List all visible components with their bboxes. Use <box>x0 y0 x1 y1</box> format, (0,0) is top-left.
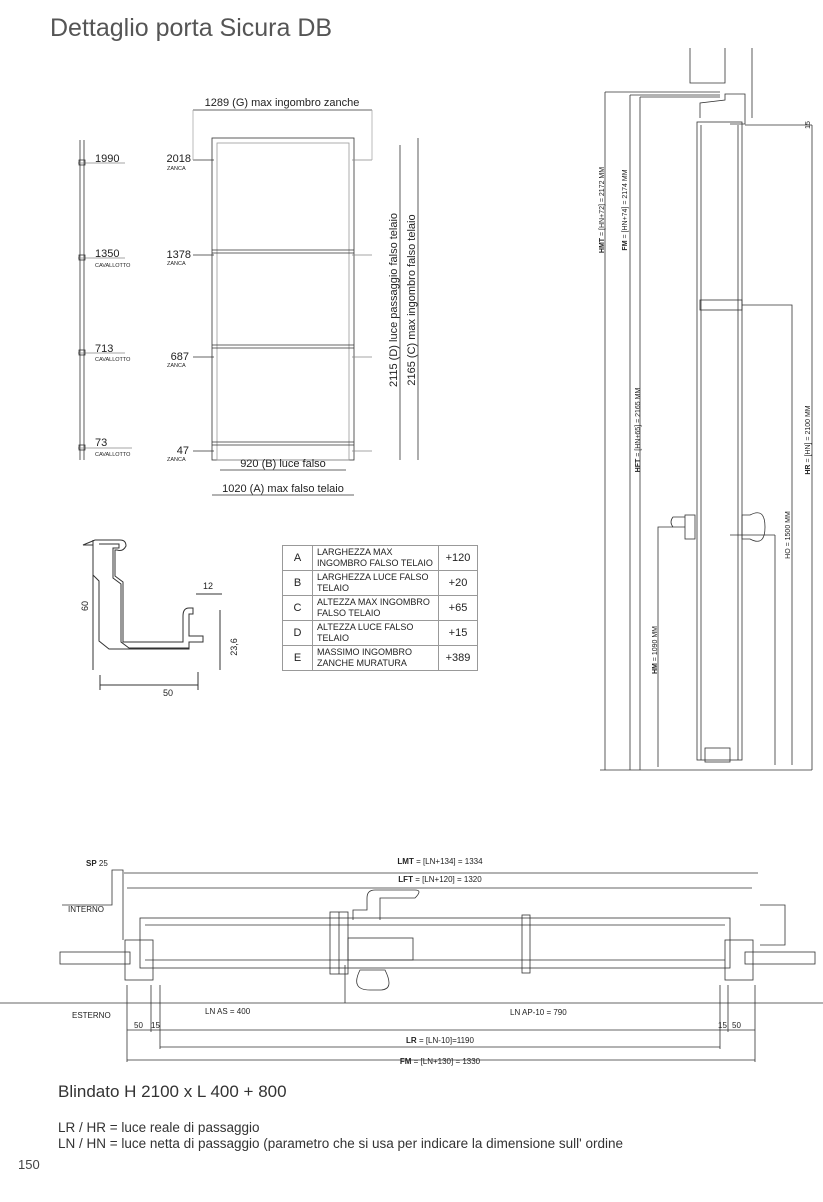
row-value: +15 <box>438 620 478 646</box>
row-value: +389 <box>438 645 478 671</box>
rail-mark-sub: CAVALLOTTO <box>95 263 131 269</box>
row-key: B <box>282 570 313 596</box>
row-value: +20 <box>438 570 478 596</box>
rail-labels: 1990 1350 CAVALLOTTO 713 CAVALLOTTO 73 C… <box>95 153 131 458</box>
hm-label: HM = 1090 MM <box>652 626 659 674</box>
row-value: +65 <box>438 595 478 621</box>
hr-label: HR = [HN] = 2100 MM <box>805 405 812 474</box>
plan-section-labels: SP 25 LMT = [LN+134] = 1334 LFT = [LN+12… <box>68 857 741 1066</box>
page-number: 150 <box>18 1157 40 1172</box>
zanca-sub: ZANCA <box>167 363 186 369</box>
zanca-sub: ZANCA <box>167 261 186 267</box>
hmt-label: HMT = [HN+72] = 2172 MM <box>599 167 606 253</box>
row-key: A <box>282 545 313 571</box>
plan-section-drawing <box>0 869 823 1062</box>
ln-as-label: LN AS = 400 <box>205 1007 251 1016</box>
fm-width-label: FM = [LN+130] = 1330 <box>400 1057 481 1066</box>
rail-mark-value: 1350 <box>95 248 119 260</box>
note-lr: LR / HR = luce reale di passaggio <box>58 1120 260 1135</box>
top-dimension: 1289 (G) max ingombro zanche <box>205 97 360 109</box>
vertical-section-labels: HMT = [HN+72] = 2172 MM FM = [HN+74] = 2… <box>599 121 812 674</box>
lft-label: LFT = [LN+120] = 1320 <box>398 875 482 884</box>
rail-mark-value: 713 <box>95 343 113 355</box>
profile-labels: 60 50 12 23,6 <box>80 581 239 698</box>
lr-label: LR = [LN-10]=1190 <box>406 1036 474 1045</box>
profile-depth: 23,6 <box>229 638 239 656</box>
zanca-value: 1378 <box>167 249 191 261</box>
zanca-sub: ZANCA <box>167 166 186 172</box>
dim-50-right: 50 <box>732 1021 741 1030</box>
row-desc: ALTEZZA LUCE FALSO TELAIO <box>312 620 439 646</box>
width-b: 920 (B) luce falso <box>240 458 326 470</box>
fm-label: FM = [HN+74] = 2174 MM <box>622 169 629 250</box>
hft-label: HFT = [HN+65] = 2165 MM <box>635 388 642 473</box>
profile-height: 60 <box>80 601 90 611</box>
subtitle: Blindato H 2100 x L 400 + 800 <box>58 1082 287 1101</box>
zanca-value: 2018 <box>167 153 191 165</box>
height-c: 2165 (C) max ingombro falso telaio <box>406 214 418 385</box>
top-gap-label: 15 <box>805 121 812 129</box>
page-title: Dettaglio porta Sicura DB <box>50 14 333 42</box>
zanca-value: 47 <box>177 445 189 457</box>
row-desc: LARGHEZZA MAX INGOMBRO FALSO TELAIO <box>312 545 439 571</box>
row-desc: ALTEZZA MAX INGOMBRO FALSO TELAIO <box>312 595 439 621</box>
rail-mark-value: 1990 <box>95 153 119 165</box>
rail-drawing <box>78 140 132 460</box>
dim-15-left: 15 <box>151 1021 160 1030</box>
ln-ap-label: LN AP-10 = 790 <box>510 1008 567 1017</box>
profile-drawing <box>82 539 222 690</box>
width-a: 1020 (A) max falso telaio <box>222 483 344 495</box>
interno-label: INTERNO <box>68 905 104 914</box>
rail-mark-value: 73 <box>95 437 107 449</box>
frame-drawing <box>192 109 419 496</box>
rail-mark-sub: CAVALLOTTO <box>95 357 131 363</box>
row-key: C <box>282 595 313 621</box>
height-d: 2115 (D) luce passaggio falso telaio <box>388 213 400 387</box>
rail-mark-sub: CAVALLOTTO <box>95 452 131 458</box>
row-desc: LARGHEZZA LUCE FALSO TELAIO <box>312 570 439 596</box>
sp-label: SP 25 <box>86 859 108 868</box>
esterno-label: ESTERNO <box>72 1011 111 1020</box>
row-value: +120 <box>438 545 478 571</box>
dim-15-right: 15 <box>718 1021 727 1030</box>
zanca-value: 687 <box>171 351 189 363</box>
profile-lip: 12 <box>203 581 213 591</box>
note-ln: LN / HN = luce netta di passaggio (param… <box>58 1136 624 1151</box>
dim-50-left: 50 <box>134 1021 143 1030</box>
profile-width: 50 <box>163 688 173 698</box>
frame-labels: 1289 (G) max ingombro zanche 2018 ZANCA … <box>167 97 418 495</box>
row-desc: MASSIMO INGOMBRO ZANCHE MURATURA <box>312 645 439 671</box>
vertical-section-drawing <box>600 48 813 771</box>
ho-label: HO = 1500 MM <box>785 511 792 559</box>
lmt-label: LMT = [LN+134] = 1334 <box>397 857 483 866</box>
row-key: D <box>282 620 313 646</box>
zanca-sub: ZANCA <box>167 457 186 463</box>
row-key: E <box>282 645 313 671</box>
